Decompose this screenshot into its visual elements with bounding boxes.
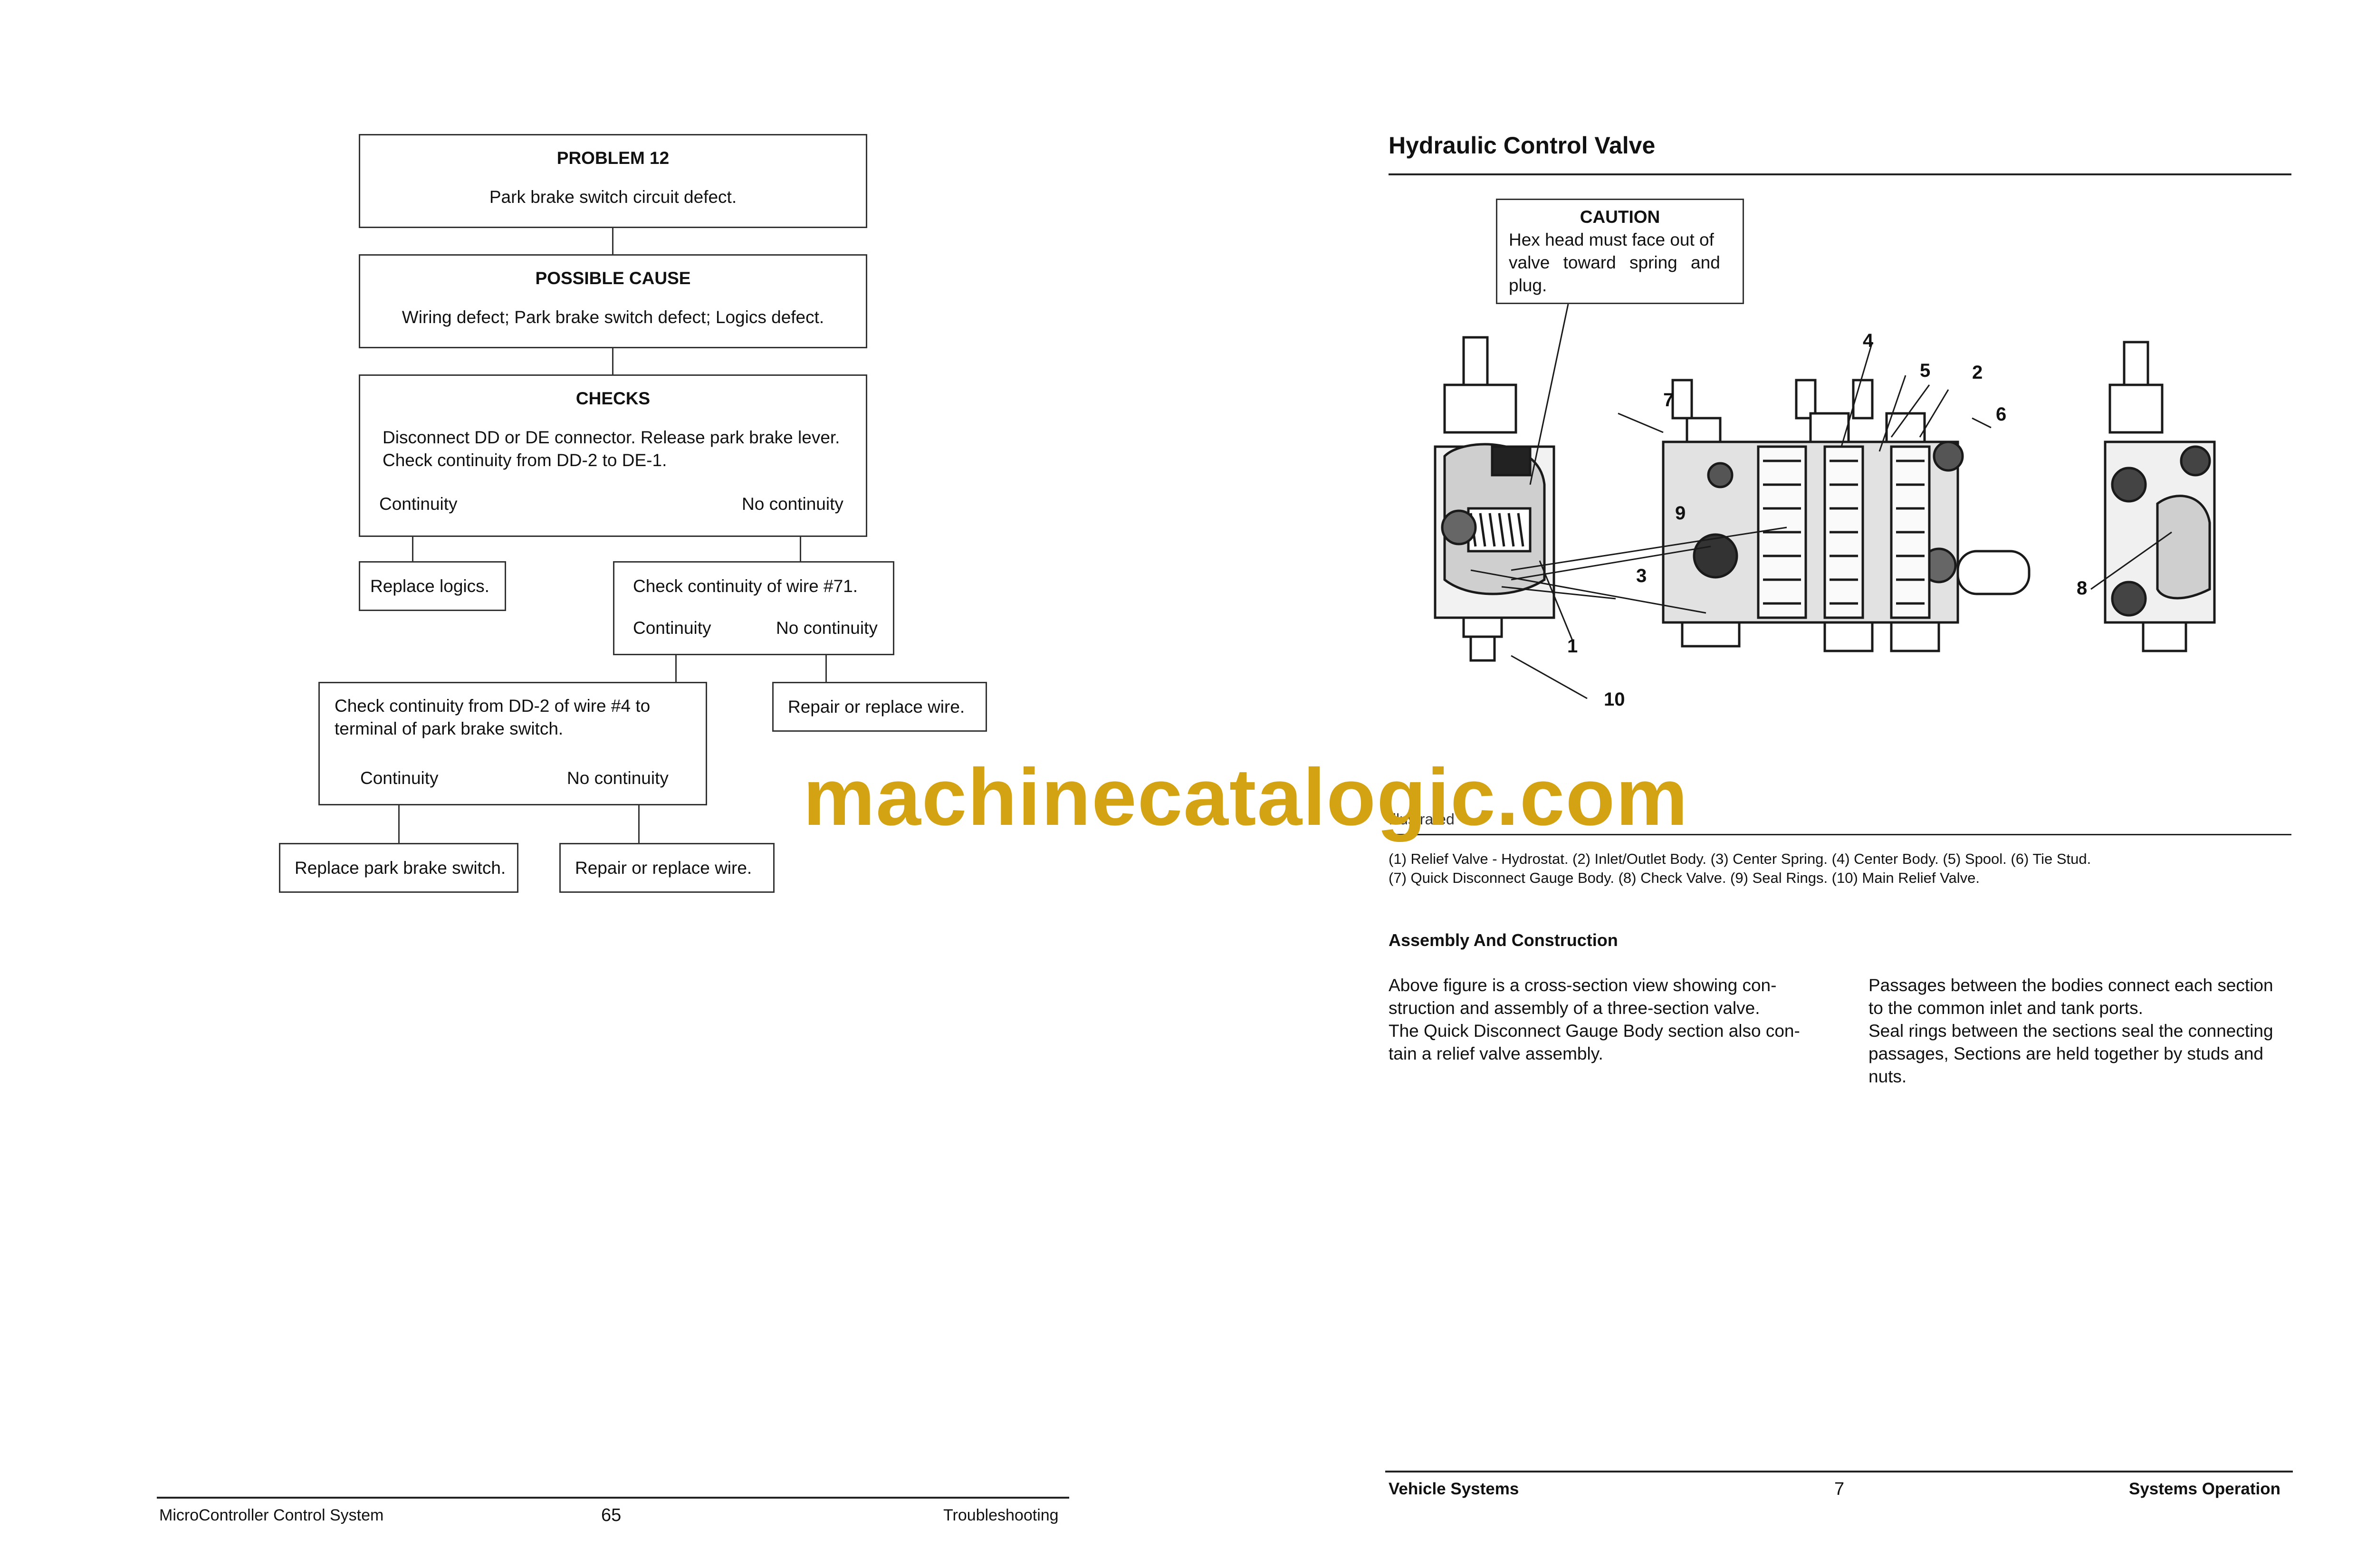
- problem-text: Park brake switch circuit defect.: [489, 187, 737, 207]
- connector: [638, 805, 640, 843]
- checks-heading: CHECKS: [575, 389, 651, 408]
- col1-line: The Quick Disconnect Gauge Body section …: [1389, 1021, 1800, 1041]
- callout-3: 3: [1636, 565, 1647, 586]
- dd2-wire4-line-1: Check continuity from DD-2 of wire #4 to: [335, 696, 651, 716]
- problem-heading: PROBLEM 12: [556, 148, 670, 168]
- dd2-wire4-no-continuity: No continuity: [567, 768, 669, 788]
- callout-1: 1: [1567, 636, 1578, 657]
- col1-line: tain a relief valve assembly.: [1389, 1044, 1603, 1063]
- checks-box: CHECKS Disconnect DD or DE connector. Re…: [359, 374, 867, 537]
- repair-wire-text: Repair or replace wire.: [788, 697, 965, 717]
- wire71-no-continuity: No continuity: [776, 618, 878, 638]
- replace-logics-text: Replace logics.: [370, 576, 489, 596]
- dd2-wire4-line-2: terminal of park brake switch.: [335, 719, 564, 738]
- caution-box: CAUTION Hex head must face out of valve …: [1496, 199, 1744, 304]
- center-body-view: [1662, 379, 2031, 652]
- replace-switch-box: Replace park brake switch.: [279, 843, 518, 893]
- possible-cause-box: POSSIBLE CAUSE Wiring defect; Park brake…: [359, 254, 867, 348]
- footer-rule: [157, 1497, 1069, 1499]
- checks-continuity: Continuity: [379, 494, 458, 514]
- callout-2: 2: [1972, 362, 1983, 383]
- callout-7: 7: [1663, 390, 1674, 411]
- watermark: machinecatalogic.com: [803, 752, 1689, 842]
- caution-heading: CAUTION: [1580, 207, 1660, 227]
- legend-line-2: (7) Quick Disconnect Gauge Body. (8) Che…: [1389, 870, 1980, 886]
- connector: [412, 537, 413, 562]
- replace-logics-box: Replace logics.: [359, 561, 506, 611]
- col1-line: Above figure is a cross-section view sho…: [1389, 975, 1777, 995]
- callout-9: 9: [1675, 503, 1686, 524]
- caution-line-2: valve toward spring and: [1509, 253, 1720, 272]
- possible-cause-text: Wiring defect; Park brake switch defect;…: [402, 307, 824, 327]
- wire71-box: Check continuity of wire #71. Continuity…: [613, 561, 894, 655]
- title-rule: [1389, 173, 2291, 175]
- checks-no-continuity: No continuity: [742, 494, 843, 514]
- dd2-wire4-continuity: Continuity: [360, 768, 439, 788]
- caution-line-3: plug.: [1509, 276, 1547, 295]
- connector: [398, 805, 400, 843]
- wire71-text: Check continuity of wire #71.: [633, 576, 858, 596]
- caption-rule: [1389, 834, 2291, 835]
- connector: [675, 655, 677, 682]
- footer-page-number: 65: [601, 1505, 622, 1525]
- caution-line-1: Hex head must face out of: [1509, 230, 1714, 249]
- left-end-view: [1434, 336, 1555, 662]
- footer-left: MicroController Control System: [159, 1506, 384, 1524]
- connector: [612, 228, 613, 255]
- callout-6: 6: [1996, 404, 2007, 425]
- page-title: Hydraulic Control Valve: [1389, 132, 1656, 159]
- replace-switch-text: Replace park brake switch.: [295, 858, 506, 878]
- legend-line-1: (1) Relief Valve - Hydrostat. (2) Inlet/…: [1389, 851, 2091, 867]
- callout-8: 8: [2077, 578, 2088, 599]
- col1-line: struction and assembly of a three-sectio…: [1389, 998, 1760, 1018]
- footer-left: Vehicle Systems: [1389, 1480, 1519, 1498]
- col2-line: Seal rings between the sections seal the…: [1868, 1021, 2273, 1041]
- leader-lines: [1470, 304, 2172, 699]
- connector: [825, 655, 827, 682]
- repair-wire-box: Repair or replace wire.: [559, 843, 775, 893]
- footer-right: Systems Operation: [2129, 1480, 2280, 1498]
- checks-line-1: Disconnect DD or DE connector. Release p…: [383, 428, 840, 447]
- section-heading: Assembly And Construction: [1389, 930, 1618, 950]
- connector: [800, 537, 801, 562]
- caption-fragment: Illustrated: [1389, 811, 1455, 828]
- col2-line: Passages between the bodies connect each…: [1868, 975, 2273, 995]
- callout-5: 5: [1920, 360, 1931, 381]
- possible-cause-heading: POSSIBLE CAUSE: [535, 268, 691, 288]
- callout-10: 10: [1604, 689, 1625, 710]
- wire71-continuity: Continuity: [633, 618, 711, 638]
- connector: [612, 348, 613, 375]
- dd2-wire4-box: Check continuity from DD-2 of wire #4 to…: [318, 682, 707, 805]
- footer-rule: [1385, 1471, 2293, 1472]
- footer-page-number: 7: [1834, 1479, 1845, 1499]
- footer-right: Troubleshooting: [943, 1506, 1059, 1524]
- problem-box: PROBLEM 12 Park brake switch circuit def…: [359, 134, 867, 228]
- col2-line: passages, Sections are held together by …: [1868, 1044, 2263, 1063]
- right-end-view: [2104, 341, 2216, 652]
- callout-4: 4: [1863, 330, 1874, 351]
- repair-wire-text: Repair or replace wire.: [575, 858, 752, 878]
- repair-wire-box: Repair or replace wire.: [772, 682, 987, 732]
- valve-illustration: [1434, 304, 2216, 699]
- col2-line: to the common inlet and tank ports.: [1868, 998, 2143, 1018]
- checks-line-2: Check continuity from DD-2 to DE-1.: [383, 450, 667, 470]
- col2-line: nuts.: [1868, 1067, 1907, 1086]
